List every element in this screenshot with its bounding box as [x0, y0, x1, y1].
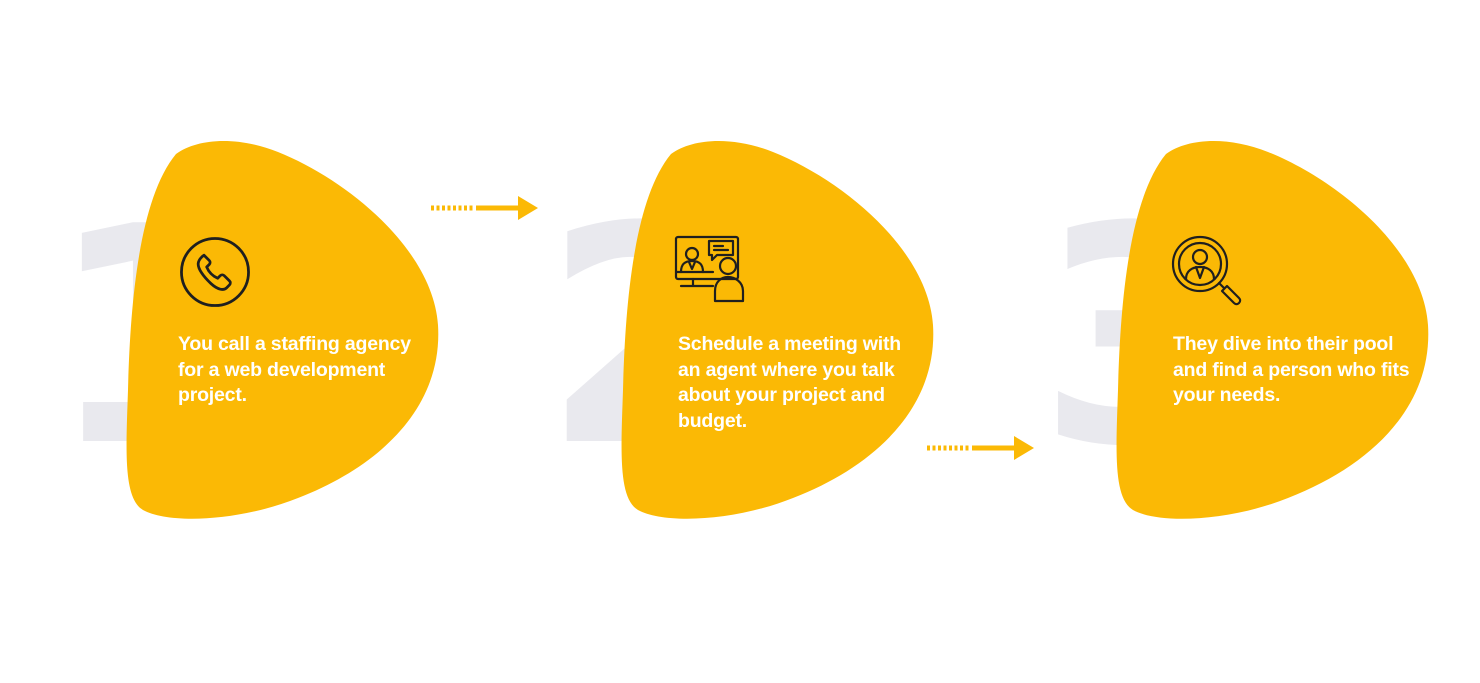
- step-description: They dive into their pool and find a per…: [1173, 333, 1410, 406]
- step-blob: [621, 140, 934, 519]
- video-meeting-icon: [673, 233, 747, 307]
- phone-icon: [178, 235, 252, 309]
- step-2: 2 Schedule a meeting with an agent where…: [543, 140, 943, 530]
- arrow-step-1-to-2: [430, 193, 540, 223]
- step-description: You call a staffing agency for a web dev…: [178, 333, 411, 406]
- step-1: 1 You call a staffing agency for a web d…: [48, 140, 448, 530]
- step-description: Schedule a meeting with an agent where y…: [678, 333, 901, 432]
- step-blob: [126, 140, 439, 519]
- step-3: 3 They dive into their pool and find a p…: [1038, 140, 1438, 530]
- arrow-step-2-to-3: [926, 433, 1036, 463]
- step-blob: [1116, 140, 1429, 519]
- candidate-search-icon: [1170, 234, 1244, 308]
